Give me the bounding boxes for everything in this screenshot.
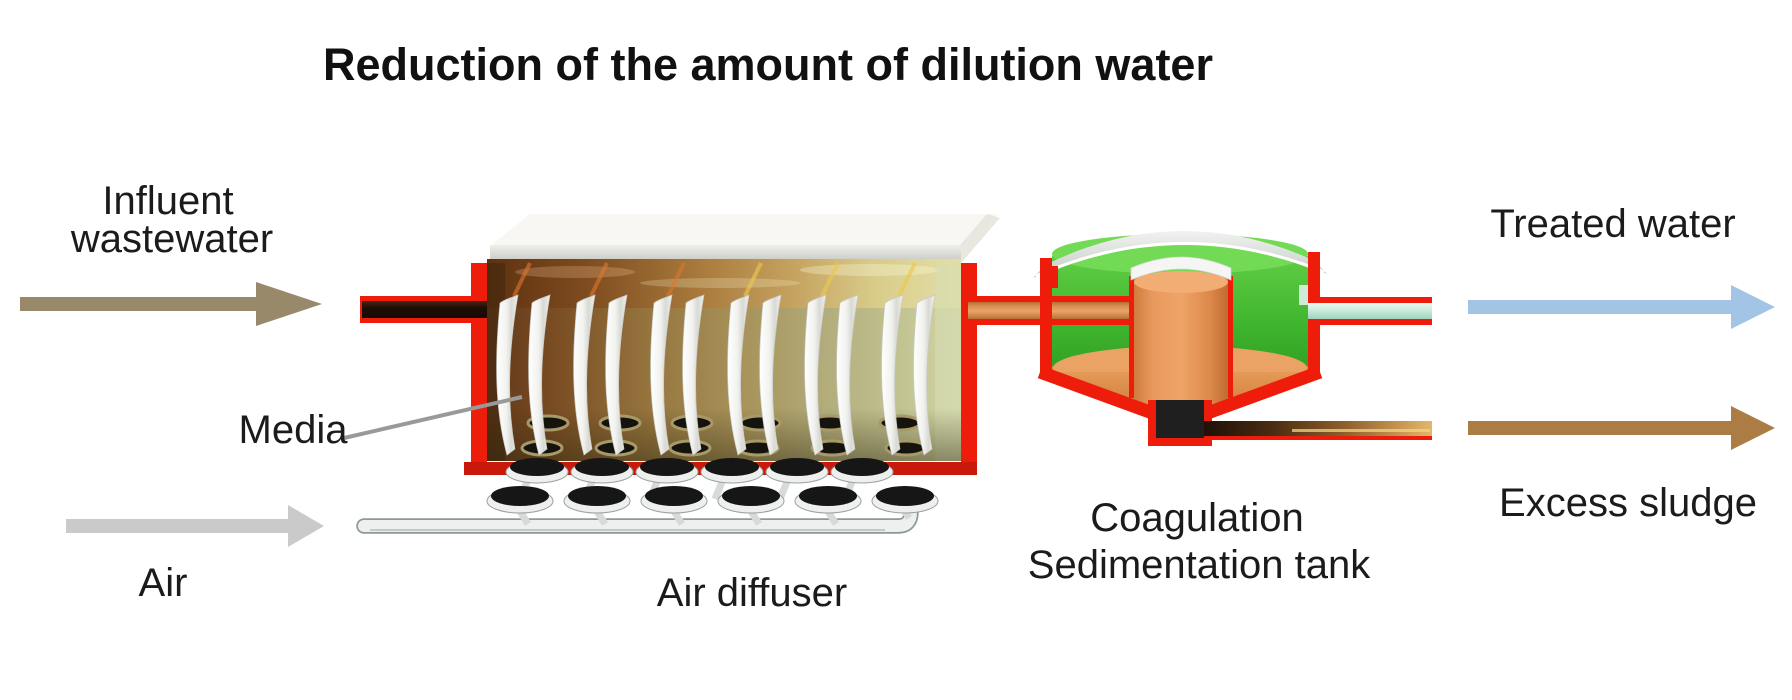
sedimentation-tank	[968, 230, 1432, 446]
tank-left-wall	[471, 263, 487, 475]
surface-glint	[515, 266, 635, 278]
influent-pipe	[360, 296, 487, 323]
surface-glint	[640, 278, 800, 288]
media-sheet-pair	[496, 262, 551, 456]
influent-label-line1: Influent	[102, 179, 233, 223]
media-sheet-pair	[727, 262, 782, 456]
tank-top-face	[490, 214, 999, 246]
media-sheets	[496, 262, 936, 456]
sed-inlet-baffle	[1050, 266, 1058, 288]
air-diffuser-system	[356, 458, 939, 534]
aeration-tank	[360, 214, 1000, 475]
treated-water-pipe	[1308, 297, 1432, 325]
media-sheet-pair	[573, 262, 628, 456]
media-sheet-pair	[881, 262, 936, 456]
sed-rim-highlight	[1035, 242, 1325, 278]
tank-right-wall	[961, 263, 977, 475]
water-surface	[487, 259, 961, 309]
surface-glint	[800, 264, 940, 276]
treated-water-label: Treated water	[1490, 202, 1735, 246]
media-pointer-line	[343, 395, 523, 440]
diffuser-discs-back	[505, 458, 894, 484]
media-sheet-pair	[650, 262, 705, 456]
diffuser-discs-front	[486, 486, 939, 514]
tank-rim-band	[490, 245, 961, 260]
media-label: Media	[239, 408, 349, 452]
sludge-outlet-box	[1156, 400, 1204, 438]
air-diffuser-label: Air diffuser	[657, 571, 847, 615]
diagram-title: Reduction of the amount of dilution wate…	[323, 39, 1213, 90]
influent-label-line2: wastewater	[70, 217, 273, 261]
coagulation-label-line1: Coagulation	[1090, 496, 1304, 540]
air-arrow	[66, 505, 324, 547]
media-sheet-pair	[804, 262, 859, 456]
tank-bottom-shade	[487, 408, 961, 461]
sed-cone-right-wall	[1199, 365, 1323, 422]
sed-left-wall	[1040, 258, 1052, 374]
influent-arrow	[20, 282, 322, 326]
treated-water-arrow	[1468, 285, 1775, 329]
excess-sludge-pipe	[1204, 421, 1432, 440]
sed-top-rim	[1033, 230, 1327, 278]
excess-sludge-arrow	[1468, 406, 1775, 450]
feed-well-column	[1129, 256, 1233, 406]
air-label: Air	[139, 561, 188, 605]
transfer-pipe	[968, 296, 1138, 325]
excess-sludge-label: Excess sludge	[1499, 481, 1757, 525]
coagulation-label-line2: Sedimentation tank	[1028, 543, 1371, 587]
sed-cone-left-wall	[1037, 365, 1161, 422]
